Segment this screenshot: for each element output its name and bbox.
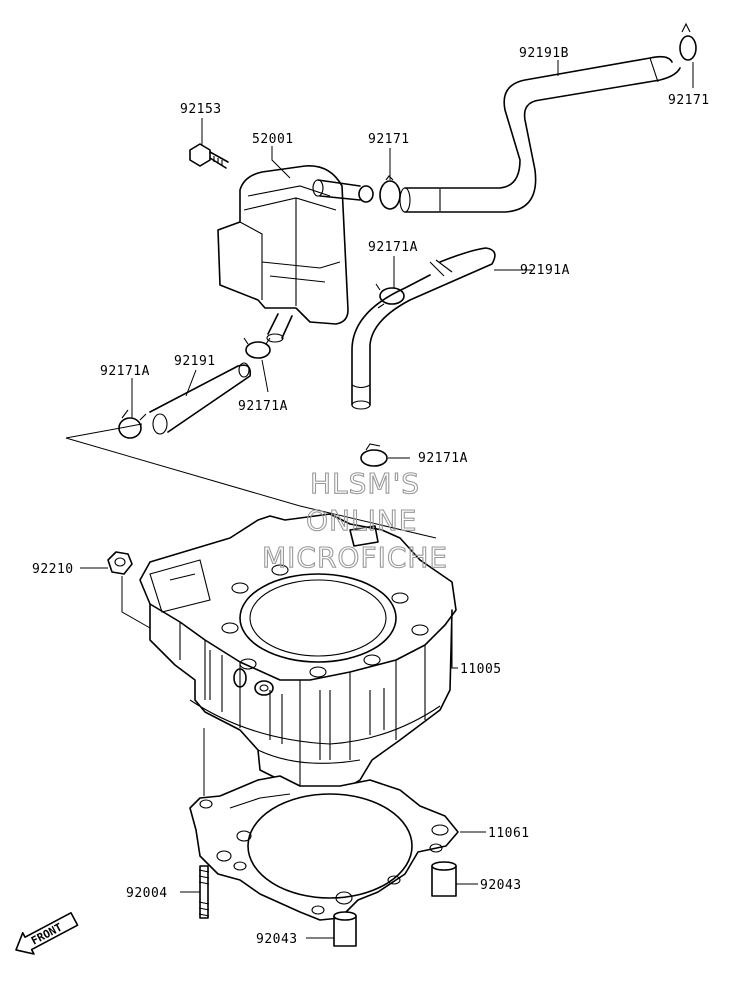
clamp-92171-mid[interactable] [379,175,401,210]
leader-lines [65,60,694,939]
label-92191[interactable]: 92191 [174,354,216,369]
bolt-92153[interactable] [189,143,229,169]
nipple-right [358,185,374,203]
label-92004[interactable]: 92004 [126,886,168,901]
label-11061[interactable]: 11061 [488,826,530,841]
part-labels: 92191B 92171 92171 92153 52001 92171A 92… [32,46,710,947]
watermark-line2: ONLINE [306,504,417,537]
nut-92210[interactable] [107,551,133,575]
label-92171-top[interactable]: 92171 [668,93,710,108]
label-92171A-upper[interactable]: 92171A [368,240,418,255]
clamp-92171A-lower-right[interactable] [360,443,388,467]
hose-92191B[interactable] [399,55,681,213]
label-92043-right[interactable]: 92043 [480,878,522,893]
gasket-11061[interactable] [189,775,459,921]
label-92191B[interactable]: 92191B [519,46,569,61]
watermark: HLSM'S ONLINE MICROFICHE [261,466,448,574]
front-direction-marker: FRONT [15,911,79,955]
clamp-92171A-upper-right[interactable] [375,283,405,309]
dowel-92043-bottom[interactable] [333,911,357,947]
label-92191A[interactable]: 92191A [520,263,570,278]
label-11005[interactable]: 11005 [460,662,502,677]
hose-92191[interactable] [149,362,252,435]
label-92171A-lower[interactable]: 92171A [418,451,468,466]
label-92171A-left[interactable]: 92171A [100,364,150,379]
clamp-92171-top-right[interactable] [679,22,697,61]
clamp-92171A-center[interactable] [243,337,271,359]
hose-92191A[interactable] [351,247,496,410]
watermark-line3: MICROFICHE [262,541,448,574]
label-92171A-center[interactable]: 92171A [238,399,288,414]
reservoir-tank-52001[interactable] [217,165,361,343]
watermark-line1: HLSM'S [310,467,420,500]
label-92043-bottom[interactable]: 92043 [256,932,298,947]
label-92153[interactable]: 92153 [180,102,222,117]
label-92210[interactable]: 92210 [32,562,74,577]
front-label: FRONT [29,920,65,947]
label-52001[interactable]: 52001 [252,132,294,147]
label-92171-mid[interactable]: 92171 [368,132,410,147]
cylinder-11005[interactable] [139,513,457,793]
stud-92004[interactable] [198,865,210,919]
dowel-92043-right[interactable] [431,861,457,897]
